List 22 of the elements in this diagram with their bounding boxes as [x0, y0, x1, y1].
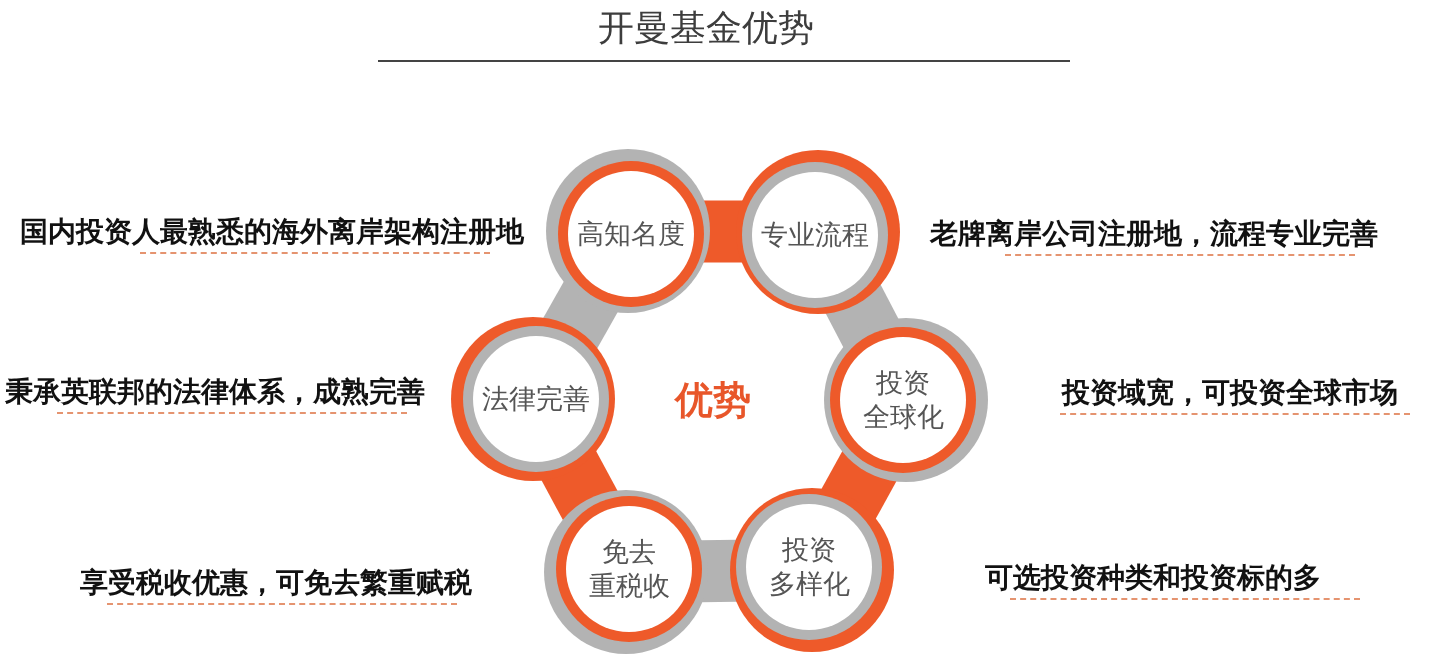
node-label: 投资全球化 — [862, 366, 944, 434]
connector-band — [541, 450, 618, 521]
ring-circle-node — [824, 318, 988, 482]
node-label: 法律完善 — [481, 382, 591, 416]
center-label: 优势 — [675, 377, 751, 423]
node-label: 专业流程 — [760, 218, 870, 252]
description-text: 秉承英联邦的法律体系，成熟完善 — [5, 376, 425, 408]
description-text: 国内投资人最熟悉的海外离岸架构注册地 — [20, 216, 524, 248]
node-label: 高知名度 — [576, 217, 686, 251]
connector-band — [821, 450, 897, 520]
node-label: 免去重税收 — [588, 535, 670, 603]
ring-circle-node — [546, 149, 710, 313]
description-text: 可选投资种类和投资标的多 — [985, 562, 1321, 594]
title: 开曼基金优势 — [596, 6, 815, 50]
description-text: 享受税收优惠，可免去繁重赋税 — [80, 567, 472, 599]
ring-circle-node — [451, 317, 615, 481]
description-text: 投资域宽，可投资全球市场 — [1062, 377, 1398, 409]
connector-band — [702, 200, 744, 263]
ring-circle-node — [730, 488, 894, 652]
connector-band — [700, 539, 738, 603]
node-label: 投资多样化 — [768, 533, 850, 601]
description-text: 老牌离岸公司注册地，流程专业完善 — [930, 218, 1378, 250]
